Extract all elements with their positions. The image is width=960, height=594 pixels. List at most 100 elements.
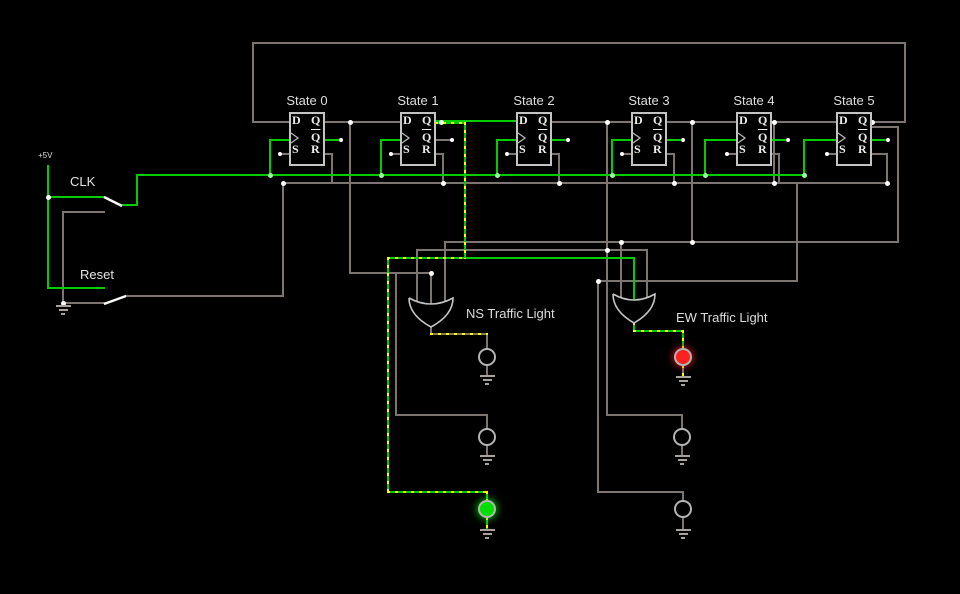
- pin-terminal-dot: [725, 152, 729, 156]
- wire-low: [826, 153, 837, 155]
- current-flow-dots: [486, 517, 488, 530]
- wire-low: [125, 295, 284, 297]
- junction-dot: [428, 270, 434, 276]
- wire-high: [771, 139, 789, 141]
- wire-low: [796, 183, 798, 282]
- junction-dot: [801, 172, 807, 178]
- junction-dot: [869, 119, 875, 125]
- ground-icon: [479, 375, 495, 377]
- wire-low: [597, 491, 684, 493]
- wire-high: [47, 196, 105, 198]
- led-off[interactable]: [674, 500, 692, 518]
- ns-or-gate-label: NS Traffic Light: [466, 306, 555, 321]
- ground-icon: [479, 529, 495, 531]
- wire-low: [486, 333, 488, 349]
- wire-low: [597, 280, 798, 282]
- wire-low: [324, 153, 333, 155]
- wire-low: [282, 182, 888, 184]
- wire-low: [442, 153, 444, 184]
- wire-low: [597, 280, 599, 493]
- wire-high: [496, 139, 498, 176]
- ff-pin-qbar: Q: [311, 130, 321, 144]
- wire-low: [62, 211, 105, 213]
- wire-high: [496, 139, 517, 141]
- pin-terminal-dot: [505, 152, 509, 156]
- pin-terminal-dot: [886, 138, 890, 142]
- wire-low: [620, 241, 622, 304]
- ground-icon: [61, 313, 65, 315]
- pin-terminal-dot: [389, 152, 393, 156]
- junction-dot: [671, 180, 677, 186]
- ff-pin-qbar: Q: [858, 130, 868, 144]
- wire-low: [435, 153, 444, 155]
- pin-terminal-dot: [681, 138, 685, 142]
- wire-high: [666, 139, 684, 141]
- current-flow-dots: [387, 257, 466, 259]
- wire-low: [486, 365, 488, 376]
- ff-pin-reset: R: [538, 142, 547, 156]
- wire-high: [704, 139, 706, 176]
- wire-low: [395, 272, 397, 416]
- led-off[interactable]: [673, 428, 691, 446]
- flipflop-label: State 1: [397, 93, 439, 108]
- wire-low: [551, 153, 560, 155]
- wire-low: [871, 126, 899, 128]
- wire-low: [558, 153, 560, 184]
- ff-pin-q: Q: [422, 113, 432, 127]
- ground-icon: [479, 455, 495, 457]
- wire-high: [387, 257, 635, 259]
- flipflop-state-1[interactable]: [400, 112, 436, 166]
- flipflop-label: State 0: [286, 93, 328, 108]
- current-flow-dots: [486, 491, 488, 501]
- ground-icon: [675, 376, 691, 378]
- wire-low: [430, 322, 432, 335]
- clk-label: CLK: [70, 174, 96, 189]
- ff-pin-d: D: [839, 113, 848, 127]
- ff-pin-reset: R: [858, 142, 867, 156]
- pin-terminal-dot: [825, 152, 829, 156]
- wire-low: [871, 121, 906, 123]
- current-flow-dots: [682, 365, 684, 377]
- wire-low: [681, 414, 683, 429]
- flipflop-label: State 2: [513, 93, 555, 108]
- wire-high: [120, 204, 138, 206]
- junction-dot: [689, 119, 695, 125]
- junction-dot: [45, 194, 51, 200]
- led-off[interactable]: [478, 428, 496, 446]
- ff-pin-set: S: [839, 142, 846, 156]
- junction-dot: [609, 172, 615, 178]
- ff-pin-d: D: [292, 113, 301, 127]
- junction-dot: [884, 180, 890, 186]
- junction-dot: [556, 180, 562, 186]
- flipflop-label: State 3: [628, 93, 670, 108]
- led-red[interactable]: [674, 348, 692, 366]
- ff-pin-set: S: [292, 142, 299, 156]
- ground-icon: [680, 463, 684, 465]
- wire-high: [704, 139, 737, 141]
- ground-icon: [485, 537, 489, 539]
- wire-low: [444, 241, 899, 243]
- ground-icon: [485, 463, 489, 465]
- junction-dot: [438, 119, 444, 125]
- ff-pin-qbar: Q: [758, 130, 768, 144]
- wire-low: [395, 414, 488, 416]
- flipflop-state-4[interactable]: [736, 112, 772, 166]
- junction-dot: [440, 180, 446, 186]
- led-green[interactable]: [478, 500, 496, 518]
- wire-low: [390, 153, 401, 155]
- ff-pin-set: S: [739, 142, 746, 156]
- wire-low: [726, 153, 737, 155]
- reset-label: Reset: [80, 267, 114, 282]
- current-flow-dots: [387, 257, 389, 493]
- ff-pin-q: Q: [758, 113, 768, 127]
- wire-low: [430, 272, 432, 307]
- led-off[interactable]: [478, 348, 496, 366]
- ground-icon: [482, 379, 492, 381]
- reset-switch-lever[interactable]: [103, 294, 127, 306]
- junction-dot: [267, 172, 273, 178]
- wire-low: [486, 445, 488, 456]
- wire-low: [606, 121, 608, 416]
- wire-low: [62, 211, 64, 304]
- wire-low: [871, 153, 888, 155]
